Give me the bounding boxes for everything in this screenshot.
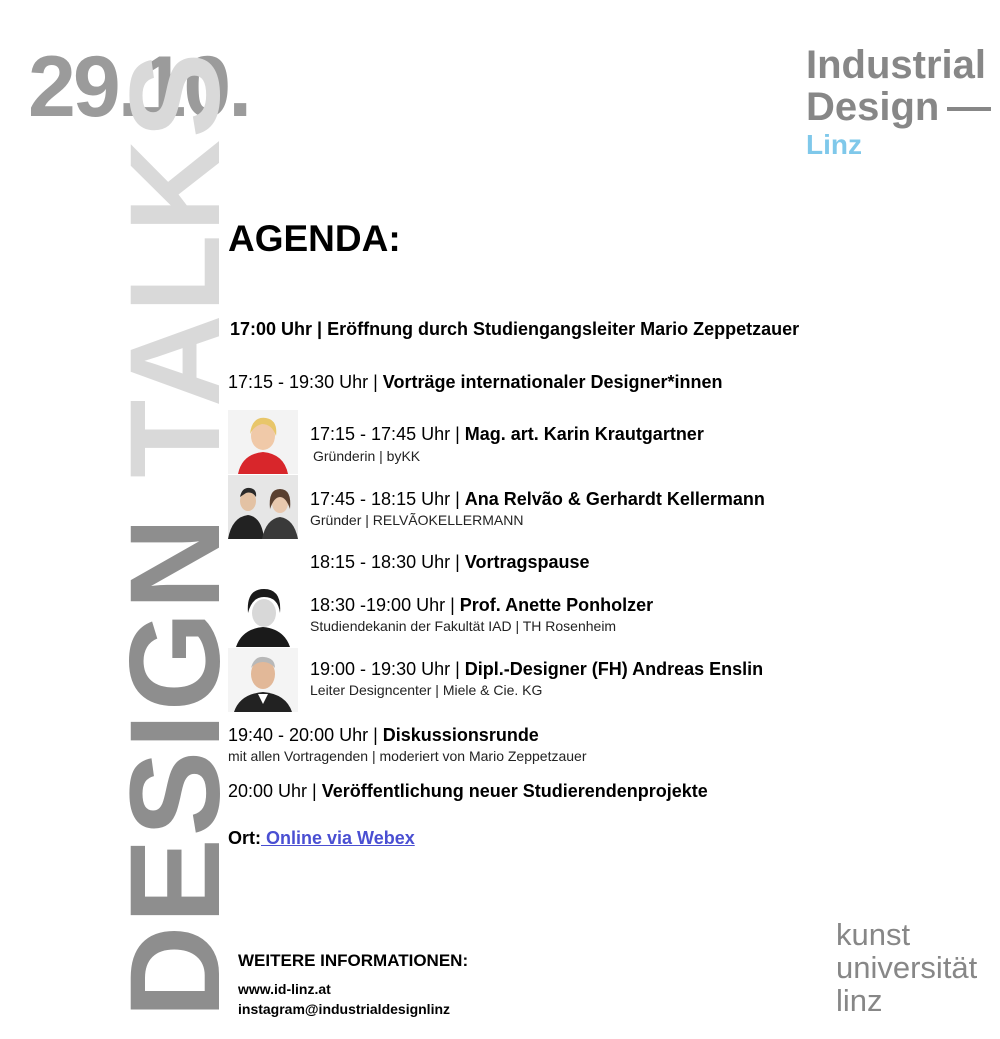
agenda-heading: AGENDA: <box>228 218 401 259</box>
speaker1-photo <box>228 410 298 474</box>
agenda-break: 18:15 - 18:30 Uhr | Vortragspause <box>310 552 590 573</box>
speaker4-name: Dipl.-Designer (FH) Andreas Enslin <box>464 659 764 679</box>
speaker1-name: Mag. art. Karin Krautgartner <box>464 424 704 444</box>
speaker2-photo <box>228 475 298 539</box>
agenda-talks-time: 17:15 - 19:30 Uhr | <box>228 372 383 392</box>
agenda-discussion: 19:40 - 20:00 Uhr | Diskussionsrunde <box>228 725 539 746</box>
kunst-line-3: linz <box>836 983 883 1018</box>
location-label: Ort: <box>228 828 261 848</box>
logo-line-design-row: Design <box>806 85 992 129</box>
speaker2-name: Ana Relvão & Gerhardt Kellermann <box>464 489 765 509</box>
info-website: www.id-linz.at <box>238 981 331 997</box>
info-heading: WEITERE INFORMATIONEN: <box>238 951 469 970</box>
speaker1-role: Gründerin | byKK <box>313 448 421 464</box>
agenda-discussion-text: Diskussionsrunde <box>382 725 539 745</box>
speaker3-time: 18:30 -19:00 Uhr | <box>310 595 460 615</box>
agenda-break-time: 18:15 - 18:30 Uhr | <box>310 552 465 572</box>
speaker2-role: Gründer | RELVÃOKELLERMANN <box>310 512 524 528</box>
speaker1-time: 17:15 - 17:45 Uhr | <box>310 424 465 444</box>
event-date: 29.10. <box>28 39 252 135</box>
speaker3-name: Prof. Anette Ponholzer <box>459 595 654 615</box>
further-info: WEITERE INFORMATIONEN: www.id-linz.at in… <box>238 951 468 1019</box>
info-instagram: instagram@industrialdesignlinz <box>238 1001 451 1017</box>
agenda-opening-text: Eröffnung durch Studiengangsleiter Mario… <box>327 319 800 339</box>
speaker1-line: 17:15 - 17:45 Uhr | Mag. art. Karin Krau… <box>310 424 704 445</box>
speaker3-role: Studiendekanin der Fakultät IAD | TH Ros… <box>310 618 617 634</box>
agenda-discussion-time: 19:40 - 20:00 Uhr | <box>228 725 383 745</box>
speaker2-time: 17:45 - 18:15 Uhr | <box>310 489 465 509</box>
logo-line-industrial: Industrial <box>806 43 987 87</box>
speaker4-time: 19:00 - 19:30 Uhr | <box>310 659 465 679</box>
agenda-projects-text: Veröffentlichung neuer Studierendenproje… <box>321 781 708 801</box>
agenda-projects: 20:00 Uhr | Veröffentlichung neuer Studi… <box>228 781 708 802</box>
webex-link[interactable]: Online via Webex <box>261 828 415 848</box>
logo-line-design: Design <box>806 85 940 129</box>
agenda-opening-time: 17:00 Uhr | <box>230 319 328 339</box>
vertical-title: DESIGN TALKS <box>104 51 247 1018</box>
speaker4-photo <box>228 648 298 712</box>
industrial-design-linz-logo: Industrial Design Linz <box>806 43 992 162</box>
agenda-talks: 17:15 - 19:30 Uhr | Vorträge internation… <box>228 372 723 393</box>
agenda-talks-text: Vorträge internationaler Designer*innen <box>382 372 723 392</box>
agenda-opening: 17:00 Uhr | Eröffnung durch Studiengangs… <box>230 319 799 340</box>
kunst-line-2: universität <box>836 950 978 985</box>
logo-line-linz: Linz <box>806 129 862 160</box>
agenda-projects-time: 20:00 Uhr | <box>228 781 322 801</box>
vertical-title-talks: TALKS <box>104 50 247 478</box>
kunstuniversitaet-linz-logo: kunst universität linz <box>836 918 977 1017</box>
speaker3-photo <box>228 583 298 647</box>
speaker2-line: 17:45 - 18:15 Uhr | Ana Relvão & Gerhard… <box>310 489 765 510</box>
agenda-location: Ort: Online via Webex <box>228 828 415 849</box>
logo-dash <box>947 107 992 112</box>
speaker3-line: 18:30 -19:00 Uhr | Prof. Anette Ponholze… <box>310 595 653 616</box>
speaker4-line: 19:00 - 19:30 Uhr | Dipl.-Designer (FH) … <box>310 659 763 680</box>
vertical-title-design: DESIGN <box>104 515 247 1018</box>
agenda-discussion-sub: mit allen Vortragenden | moderiert von M… <box>228 748 587 764</box>
speaker4-role: Leiter Designcenter | Miele & Cie. KG <box>310 682 543 698</box>
agenda-break-text: Vortragspause <box>464 552 590 572</box>
kunst-line-1: kunst <box>836 917 911 952</box>
